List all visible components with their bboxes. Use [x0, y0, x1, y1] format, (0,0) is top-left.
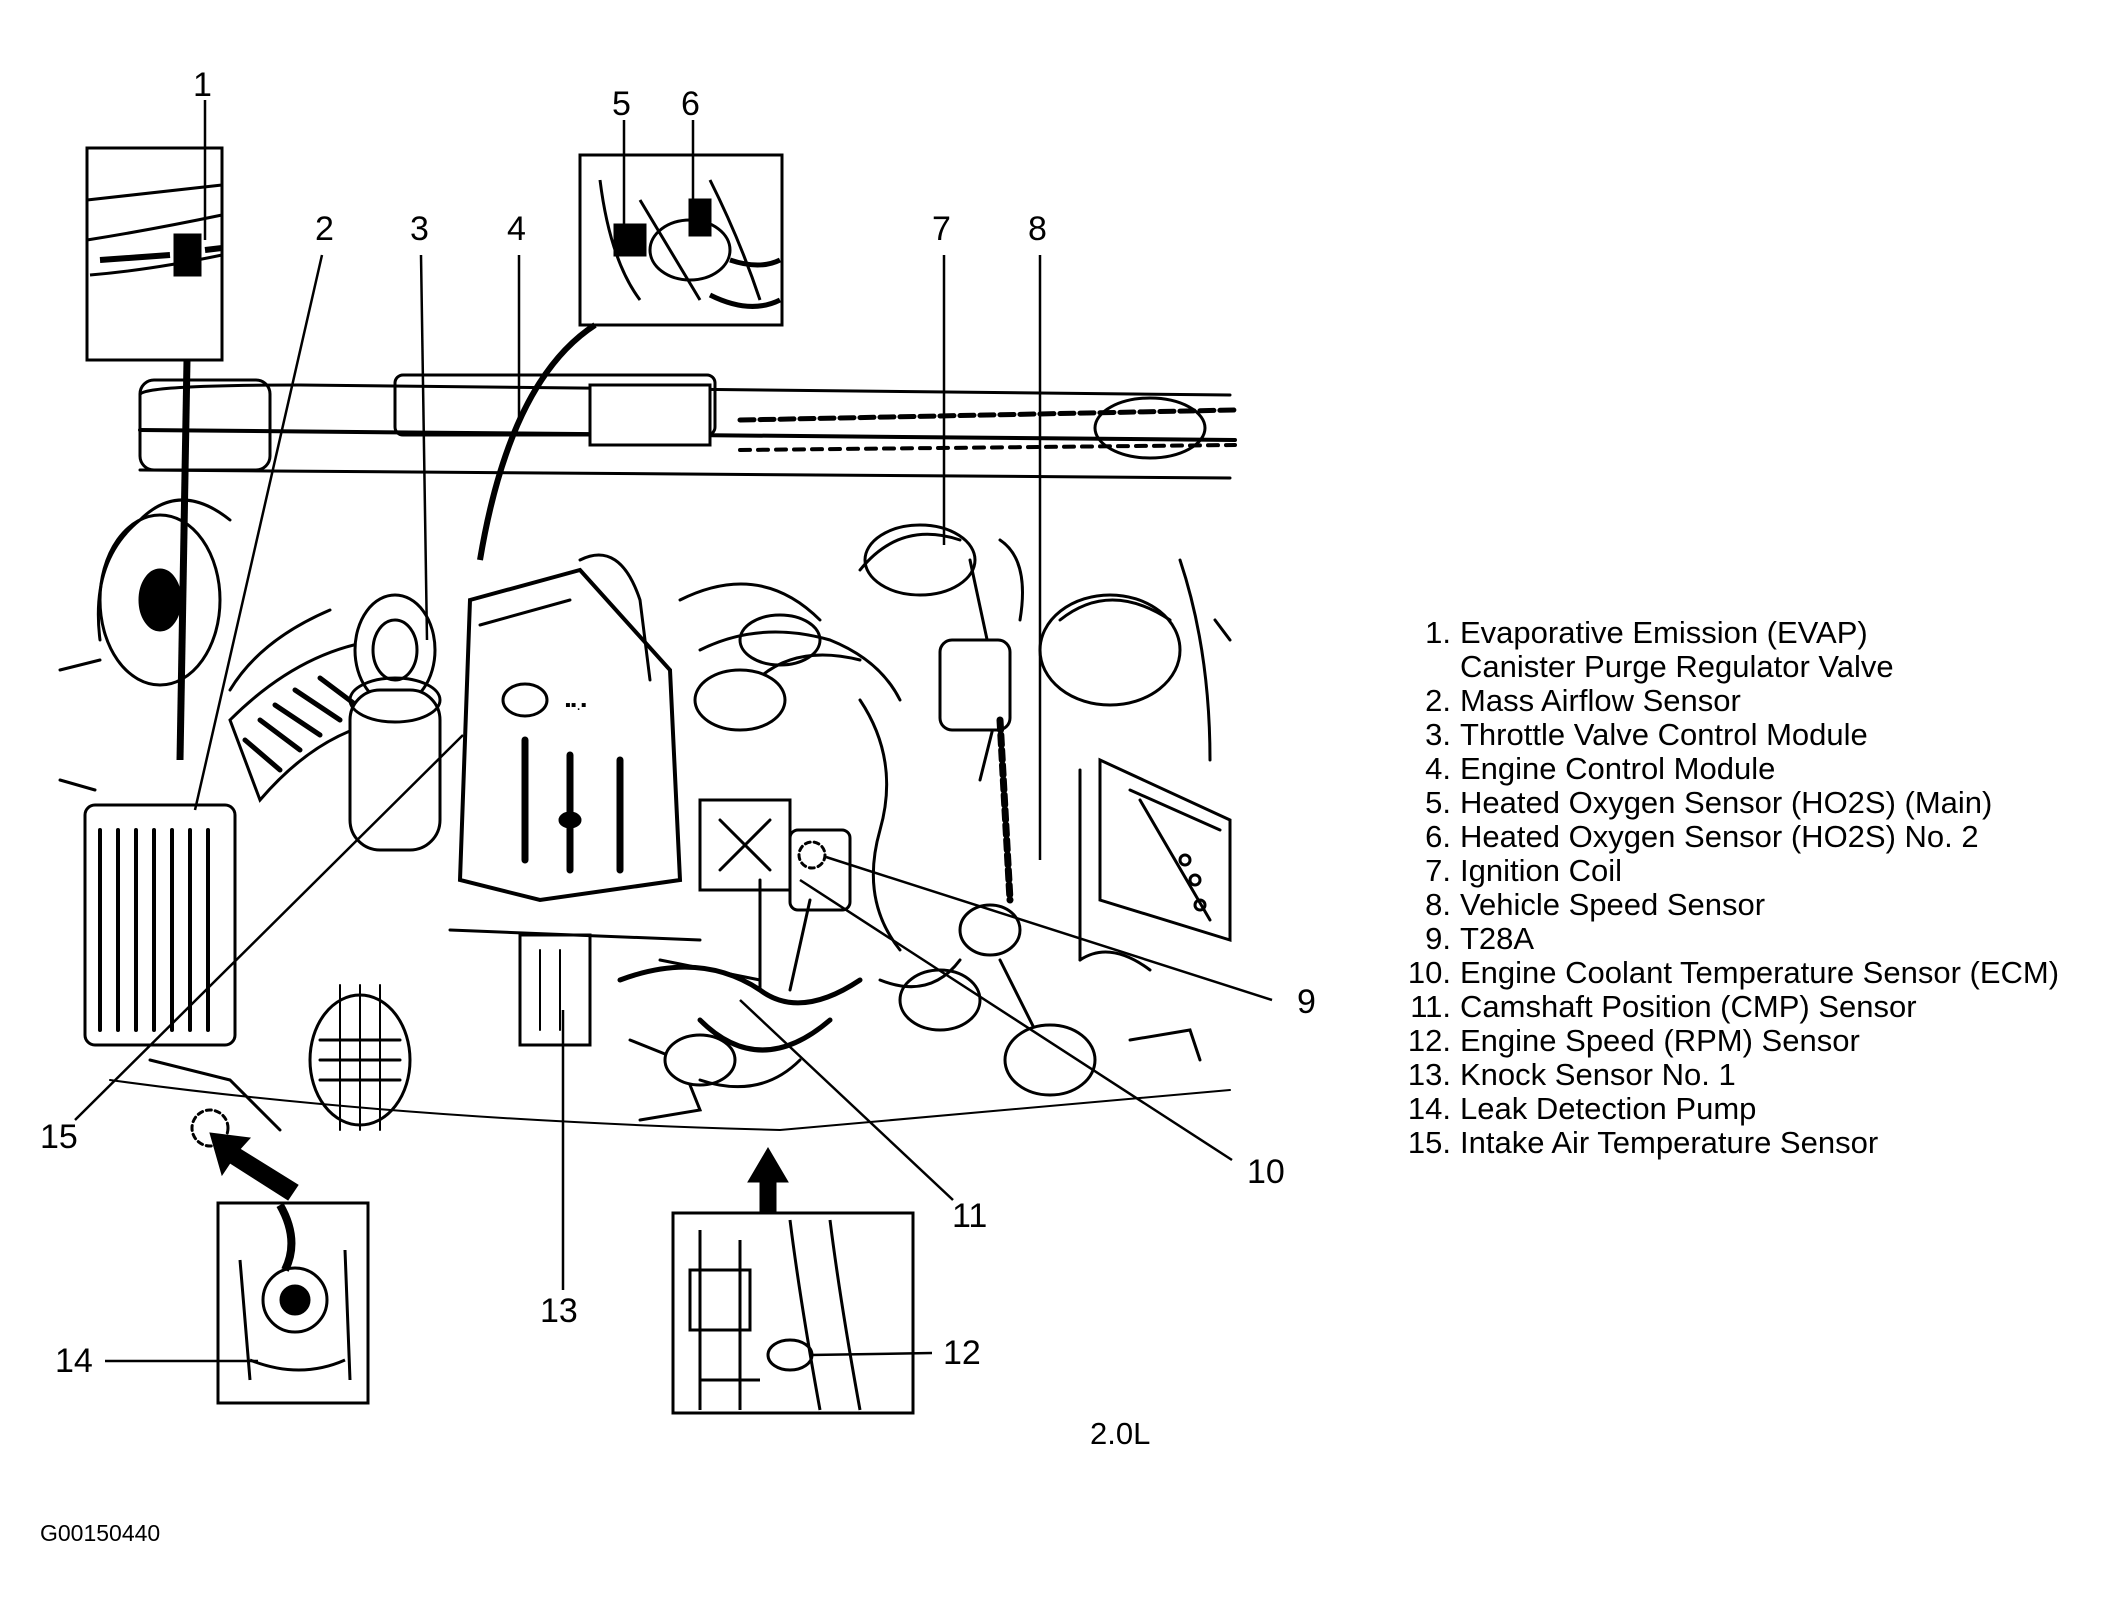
- legend-label: Mass Airflow Sensor: [1460, 683, 1741, 718]
- legend-entry-2: 2. Mass Airflow Sensor: [1395, 684, 2059, 718]
- legend-entry-10: 10. Engine Coolant Temperature Sensor (E…: [1395, 956, 2059, 990]
- legend-label: Engine Control Module: [1460, 751, 1776, 786]
- arrow-to-leak-pump: [209, 1132, 299, 1201]
- leader-15: [74, 734, 464, 1121]
- leader-lines: [74, 100, 1273, 1363]
- inset-leak-pump: [216, 1201, 370, 1405]
- callout-6: 6: [681, 85, 700, 123]
- figure-code: G00150440: [40, 1520, 161, 1546]
- legend-number: 3.: [1425, 717, 1451, 752]
- location-arrows: [209, 1132, 789, 1213]
- arrow-to-rpm-sensor: [747, 1147, 789, 1213]
- legend-number: 15.: [1407, 1125, 1451, 1160]
- leader-4b: [477, 322, 597, 561]
- legend-label: Throttle Valve Control Module: [1460, 717, 1868, 752]
- leader-11: [739, 999, 954, 1201]
- leader-1b: [176, 359, 191, 761]
- legend-number: 9.: [1425, 921, 1451, 956]
- legend-entry-6: 6. Heated Oxygen Sensor (HO2S) No. 2: [1395, 820, 2059, 854]
- legend-entry-5: 5. Heated Oxygen Sensor (HO2S) (Main): [1395, 786, 2059, 820]
- legend-number: 14.: [1407, 1091, 1451, 1126]
- legend-label: Ignition Coil: [1460, 853, 1622, 888]
- leader-10: [799, 878, 1233, 1162]
- legend-number: 5.: [1425, 785, 1451, 820]
- engine-variant-label: 2.0L: [1090, 1416, 1151, 1451]
- callout-1: 1: [193, 66, 212, 104]
- callout-5: 5: [612, 85, 631, 123]
- legend-number: 6.: [1425, 819, 1451, 854]
- legend-label: Camshaft Position (CMP) Sensor: [1460, 989, 1917, 1024]
- callout-3: 3: [410, 210, 429, 248]
- legend-number: 8.: [1425, 887, 1451, 922]
- legend-number: 1.: [1425, 615, 1451, 650]
- legend-number: 12.: [1407, 1023, 1451, 1058]
- legend-entry-7: 7. Ignition Coil: [1395, 854, 2059, 888]
- callout-8: 8: [1028, 210, 1047, 248]
- legend-entry-4: 4. Engine Control Module: [1395, 752, 2059, 786]
- leader-3: [419, 254, 429, 641]
- callout-7: 7: [932, 210, 951, 248]
- legend-label: T28A: [1460, 921, 1535, 956]
- leader-12: [809, 1351, 933, 1357]
- legend-entry-14: 14. Leak Detection Pump: [1395, 1092, 2059, 1126]
- component-legend: 1. Evaporative Emission (EVAP) Canister …: [1395, 616, 2059, 1160]
- legend-label: Intake Air Temperature Sensor: [1460, 1125, 1879, 1160]
- legend-entry-11: 11. Camshaft Position (CMP) Sensor: [1395, 990, 2059, 1024]
- callout-10: 10: [1247, 1153, 1285, 1191]
- inset-rpm-sensor: [671, 1211, 915, 1415]
- legend-label: Vehicle Speed Sensor: [1460, 887, 1766, 922]
- leader-2: [193, 254, 324, 811]
- callout-14: 14: [55, 1342, 93, 1380]
- legend-label-continued: Canister Purge Regulator Valve: [1460, 649, 1894, 684]
- callout-2: 2: [315, 210, 334, 248]
- callout-4: 4: [507, 210, 526, 248]
- legend-number: 2.: [1425, 683, 1451, 718]
- inset-ho2s: [578, 153, 784, 327]
- svg-text:▪▪.▪: ▪▪.▪: [565, 697, 586, 714]
- legend-label: Evaporative Emission (EVAP): [1460, 615, 1868, 650]
- legend-entry-12: 12. Engine Speed (RPM) Sensor: [1395, 1024, 2059, 1058]
- legend-entry-1: 1. Evaporative Emission (EVAP) Canister …: [1395, 616, 2059, 684]
- callout-12: 12: [943, 1334, 981, 1372]
- legend-entry-13: 13. Knock Sensor No. 1: [1395, 1058, 2059, 1092]
- legend-label: Knock Sensor No. 1: [1460, 1057, 1736, 1092]
- legend-entry-9: 9. T28A: [1395, 922, 2059, 956]
- legend-label: Engine Speed (RPM) Sensor: [1460, 1023, 1860, 1058]
- legend-number: 10.: [1407, 955, 1451, 990]
- legend-label: Engine Coolant Temperature Sensor (ECM): [1460, 955, 2060, 990]
- legend-label: Heated Oxygen Sensor (HO2S) (Main): [1460, 785, 1993, 820]
- callout-11: 11: [952, 1197, 987, 1235]
- callout-13: 13: [540, 1292, 578, 1330]
- legend-number: 13.: [1407, 1057, 1451, 1092]
- callout-15: 15: [40, 1118, 78, 1156]
- legend-number: 11.: [1410, 989, 1451, 1024]
- legend-number: 4.: [1425, 751, 1451, 786]
- legend-entry-3: 3. Throttle Valve Control Module: [1395, 718, 2059, 752]
- engine-illustration: ▪▪.▪: [58, 373, 1238, 1148]
- callout-9: 9: [1297, 983, 1316, 1021]
- legend-entry-15: 15. Intake Air Temperature Sensor: [1395, 1126, 2059, 1160]
- legend-entry-8: 8. Vehicle Speed Sensor: [1395, 888, 2059, 922]
- legend-label: Heated Oxygen Sensor (HO2S) No. 2: [1460, 819, 1979, 854]
- leader-9: [825, 855, 1273, 1002]
- inset-evap-valve: [85, 146, 224, 362]
- legend-number: 7.: [1425, 853, 1451, 888]
- callout-numbers: 1 2 3 4 5 6 7 8 9 10 11 12 13 14 15: [40, 66, 1316, 1380]
- legend-label: Leak Detection Pump: [1460, 1091, 1757, 1126]
